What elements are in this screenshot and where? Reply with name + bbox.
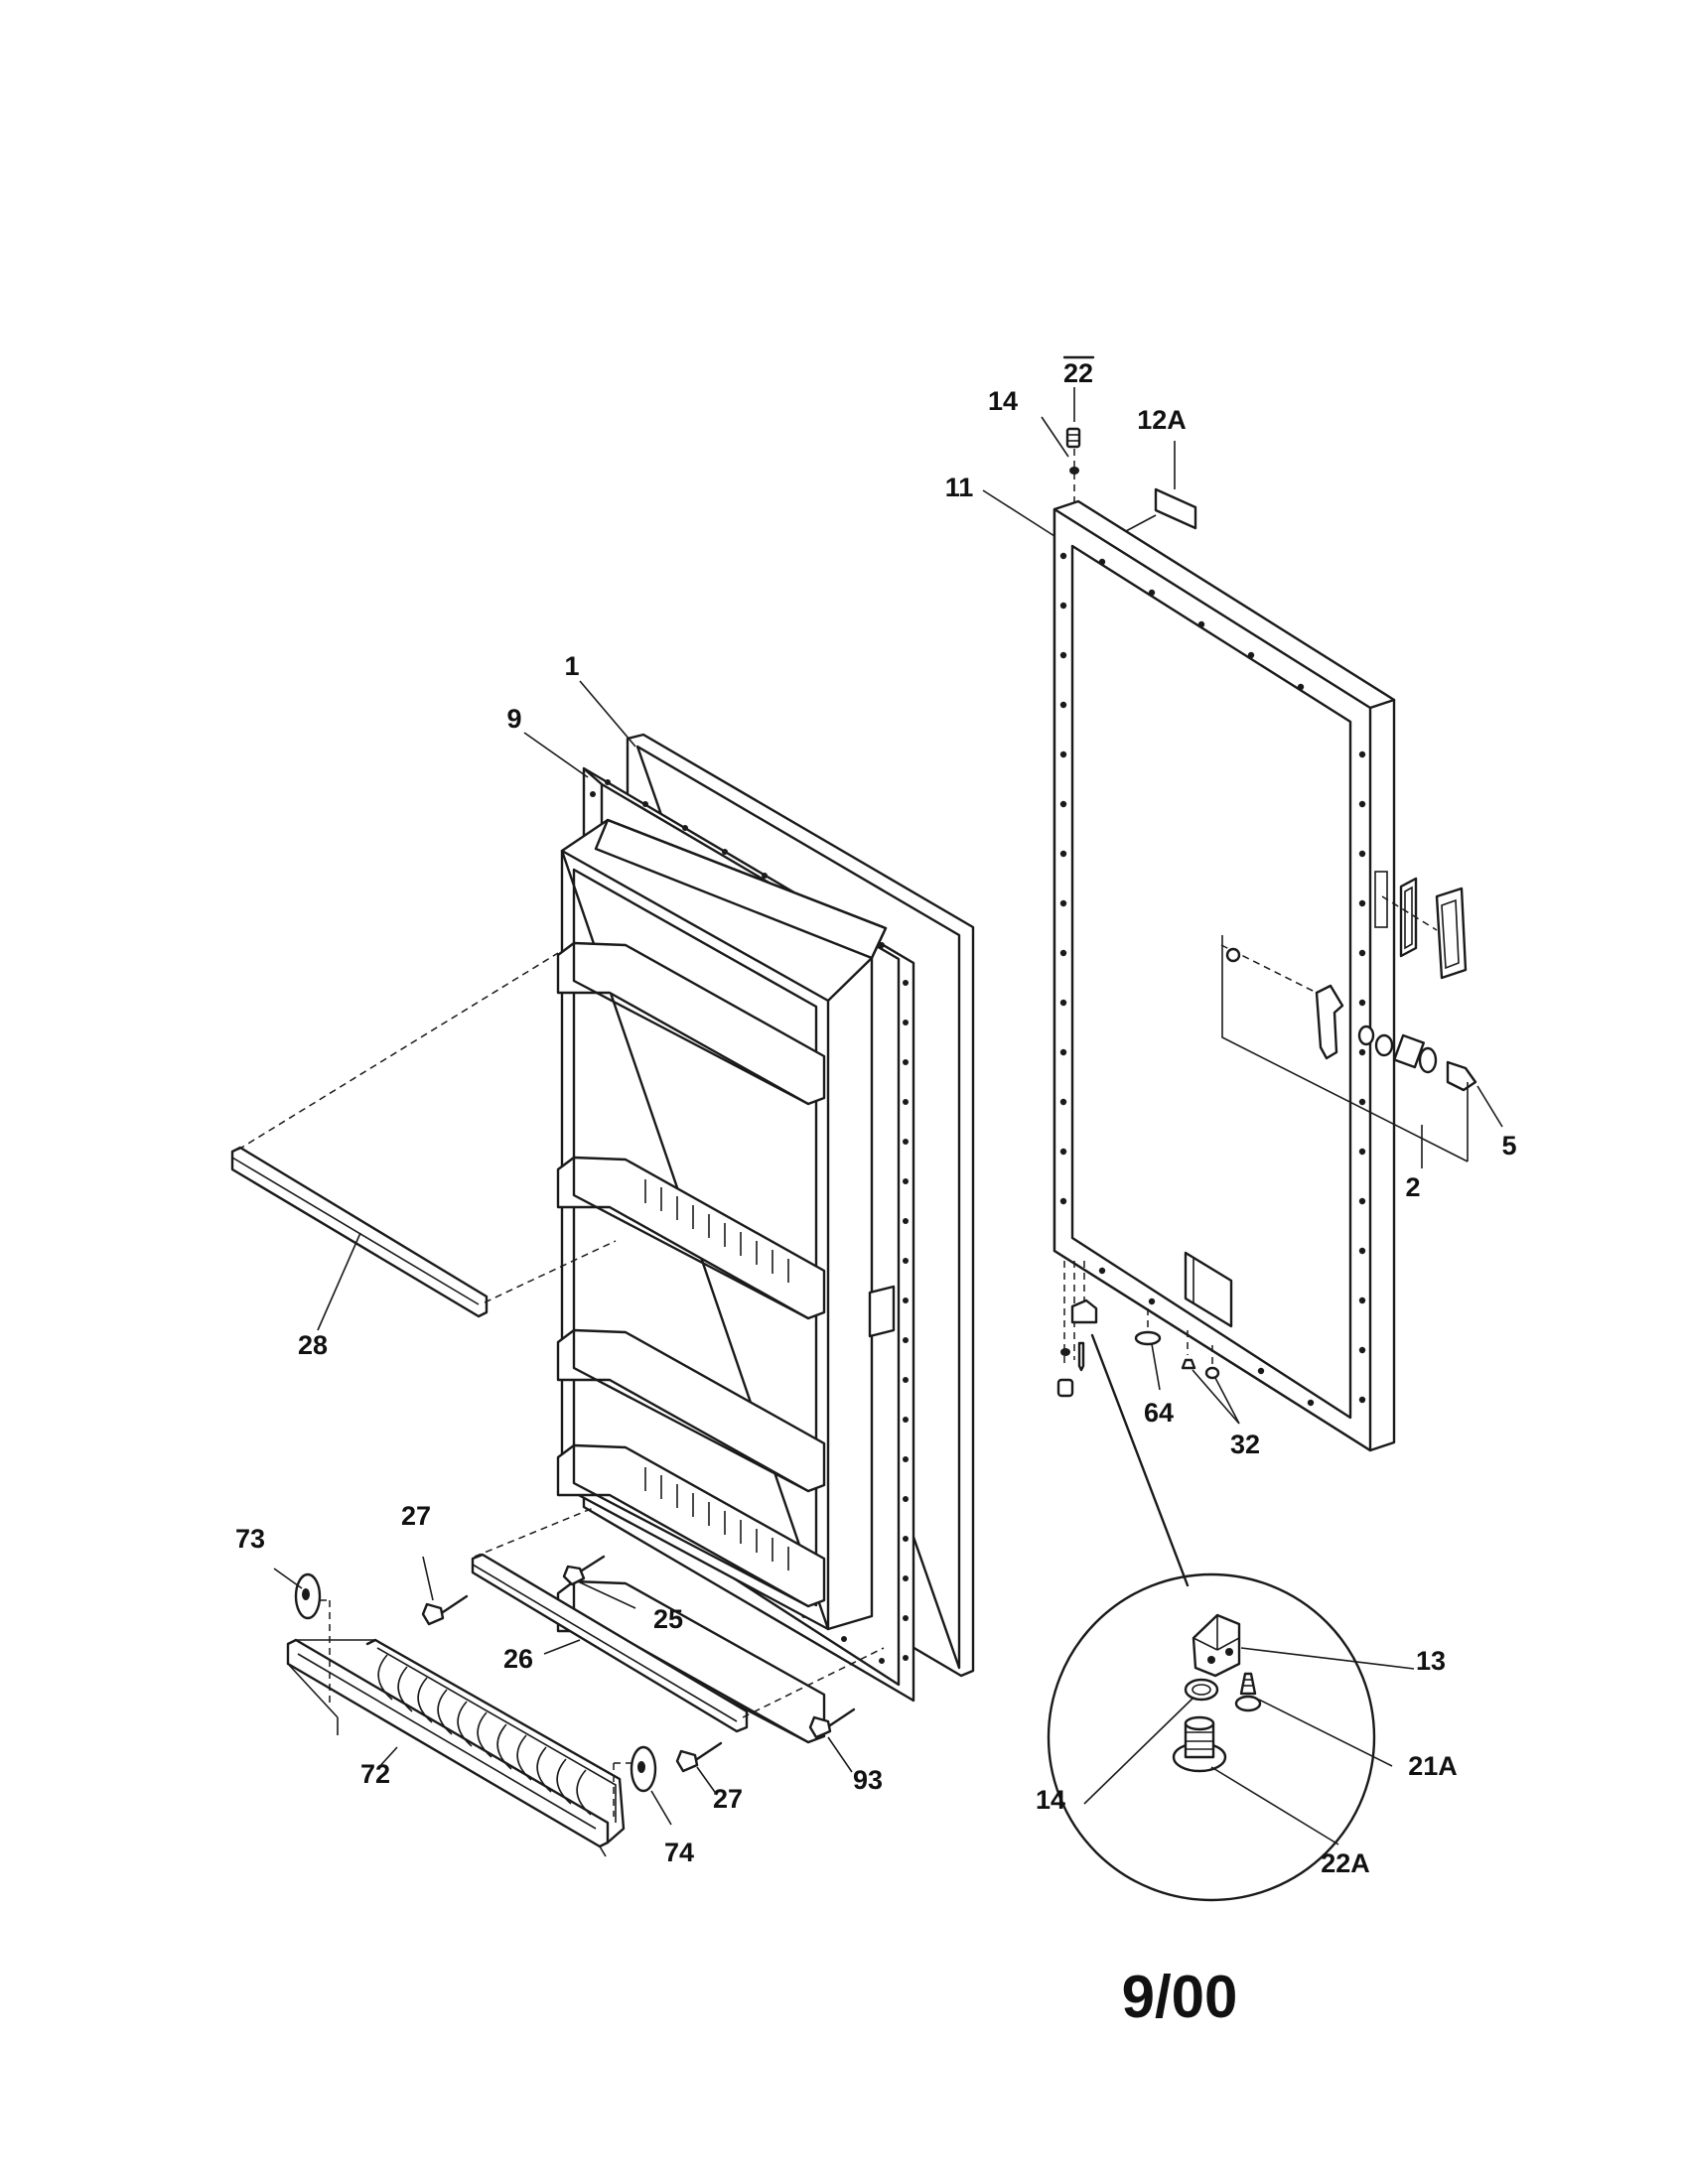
label-27-bottom: 27 — [713, 1784, 743, 1814]
outer-door-panel — [1052, 499, 1396, 1452]
label-22-top: 22 — [1063, 358, 1093, 388]
label-14-top: 14 — [988, 386, 1018, 416]
label-11: 11 — [945, 473, 974, 502]
shelf-ribs-lower — [644, 1467, 789, 1570]
label-14-detail: 14 — [1036, 1785, 1065, 1815]
label-9: 9 — [506, 704, 521, 734]
label-22A: 22A — [1321, 1848, 1370, 1878]
label-73: 73 — [235, 1524, 265, 1554]
bracket-74 — [613, 1745, 672, 1826]
basket-wires — [297, 1653, 597, 1830]
wire-basket-72 — [286, 1638, 626, 1857]
shelf-ribs-upper — [644, 1179, 789, 1283]
label-27-left: 27 — [401, 1501, 431, 1531]
label-1: 1 — [564, 651, 579, 681]
label-32: 32 — [1230, 1430, 1260, 1459]
date-code: 9/00 — [1122, 1964, 1238, 2030]
label-93: 93 — [853, 1765, 883, 1795]
label-21A: 21A — [1408, 1751, 1458, 1781]
bottom-bar-26 — [471, 1506, 885, 1733]
label-74: 74 — [664, 1838, 694, 1867]
label-2: 2 — [1405, 1172, 1420, 1202]
screws — [421, 1555, 856, 1796]
label-28: 28 — [298, 1330, 328, 1360]
top-hinge-parts — [982, 387, 1197, 537]
bracket-73 — [273, 1568, 331, 1703]
detail-callout-circle — [1047, 1572, 1415, 1902]
lock-assembly — [1220, 877, 1503, 1168]
label-5: 5 — [1501, 1131, 1516, 1160]
panel-screw-holes — [1059, 552, 1366, 1407]
bottom-hinge-parts — [1056, 1261, 1240, 1587]
label-13: 13 — [1416, 1646, 1446, 1676]
label-26: 26 — [503, 1644, 533, 1674]
label-72: 72 — [360, 1759, 390, 1789]
label-64: 64 — [1144, 1398, 1174, 1428]
inner-door-liner — [556, 818, 896, 1744]
part-labels: 22 14 12A 11 1 9 5 2 28 64 32 27 73 25 2… — [235, 355, 1517, 1878]
label-12A: 12A — [1137, 405, 1187, 435]
shelf-bar-28 — [230, 952, 617, 1331]
label-25: 25 — [653, 1604, 683, 1634]
